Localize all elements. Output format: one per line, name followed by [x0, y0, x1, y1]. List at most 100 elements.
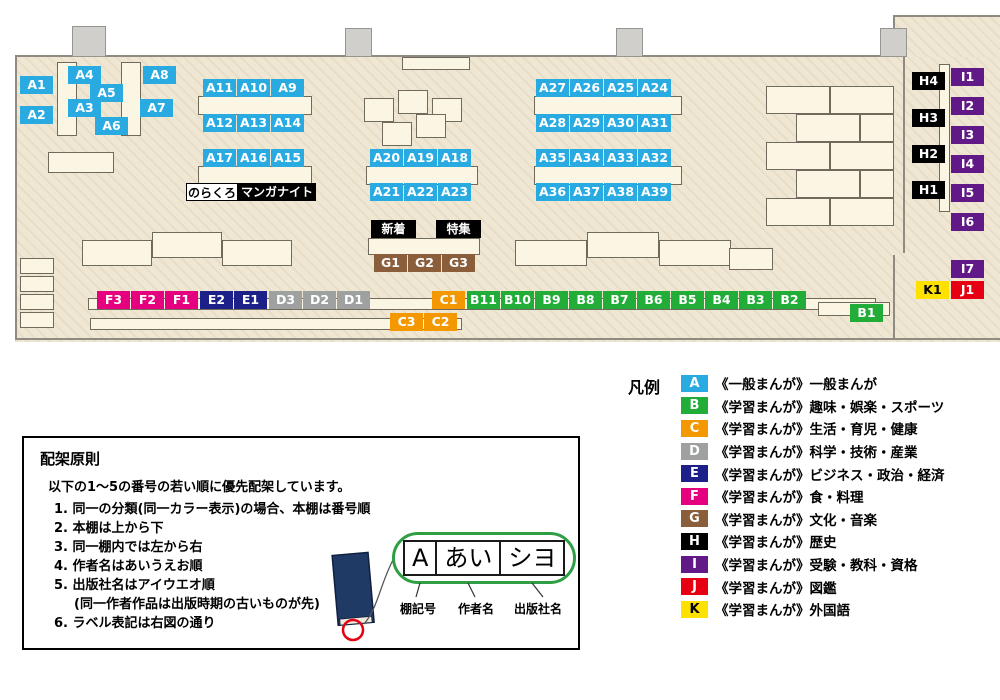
shelf-label-K1: K1 [916, 281, 949, 299]
shelf-label-A7: A7 [140, 99, 173, 117]
shelf-block [20, 294, 54, 310]
principles-box: 配架原則 以下の1〜5の番号の若い順に優先配架しています。 1. 同一の分類(同… [22, 436, 580, 650]
shelf-label-F3: F3 [97, 291, 130, 309]
legend-label: 《学習まんが》ビジネス・政治・経済 [715, 467, 945, 484]
pillar [616, 28, 643, 57]
shelf-label-D1: D1 [337, 291, 370, 309]
shelf-block [20, 312, 54, 328]
shelf-block [382, 122, 412, 146]
annotation-pointer-lines [415, 582, 544, 598]
shelf-label-I5: I5 [951, 184, 984, 202]
shelf-label-G2: G2 [408, 254, 441, 272]
wall [15, 55, 895, 57]
legend-title: 凡例 [628, 378, 661, 397]
principles-item-1: 1. 同一の分類(同一カラー表示)の場合、本棚は番号順 [54, 502, 371, 517]
shelf-label-F2: F2 [131, 291, 164, 309]
shelf-label-A18: A18 [438, 149, 471, 167]
shelf-label-H3: H3 [912, 109, 945, 127]
principles-item-2: 2. 本棚は上から下 [54, 521, 164, 536]
map-label-新着: 新着 [371, 220, 416, 238]
shelf-label-B5: B5 [671, 291, 704, 309]
shelf-label-I4: I4 [951, 155, 984, 173]
shelf-label-B8: B8 [569, 291, 602, 309]
shelf-label-B10: B10 [501, 291, 534, 309]
legend-label: 《学習まんが》科学・技術・産業 [715, 445, 918, 462]
shelf-label-B9: B9 [535, 291, 568, 309]
legend-row-G: G 《学習まんが》文化・音楽 [681, 508, 945, 531]
legend-swatch-G: G [681, 510, 708, 528]
shelf-label-B3: B3 [739, 291, 772, 309]
shelf-block [368, 238, 480, 255]
shelf-label-A22: A22 [404, 183, 437, 201]
shelf-label-B4: B4 [705, 291, 738, 309]
shelf-label-A35: A35 [536, 149, 569, 167]
shelf-label-A17: A17 [203, 149, 236, 167]
shelf-block [796, 114, 860, 142]
shelf-label-A21: A21 [370, 183, 403, 201]
legend-row-C: C《学習まんが》生活・育児・健康 [681, 417, 945, 440]
label-cell-3: シヨ [499, 540, 566, 576]
wall [15, 338, 1000, 340]
shelf-label-A26: A26 [570, 79, 603, 97]
shelf-label-A23: A23 [438, 183, 471, 201]
shelf-block [515, 240, 587, 266]
shelf-block [830, 198, 894, 226]
map-label-のらくろ: のらくろ [186, 183, 238, 201]
shelf-label-B7: B7 [603, 291, 636, 309]
shelf-label-A8: A8 [143, 66, 176, 84]
legend-label: 《学習まんが》図鑑 [715, 580, 837, 597]
legend-row-A: A《一般まんが》一般まんが [681, 372, 945, 395]
shelf-label-I3: I3 [951, 126, 984, 144]
shelf-block [939, 64, 950, 212]
shelf-label-E2: E2 [200, 291, 233, 309]
principles-list: 1. 同一の分類(同一カラー表示)の場合、本棚は番号順 2. 本棚は上から下 3. … [54, 500, 370, 633]
shelf-block [860, 170, 894, 198]
shelf-label-D2: D2 [303, 291, 336, 309]
shelf-block [659, 240, 731, 266]
legend-swatch-H: H [681, 532, 708, 550]
shelf-label-I1: I1 [951, 68, 984, 86]
shelf-block [48, 152, 114, 173]
shelf-block [534, 96, 682, 115]
shelf-label-I7: I7 [951, 260, 984, 278]
shelf-block [82, 240, 152, 266]
legend-label: 《学習まんが》受験・教科・資格 [715, 558, 918, 575]
map-label-特集: 特集 [436, 220, 481, 238]
shelf-label-C3: C3 [390, 313, 423, 331]
shelf-label-G1: G1 [374, 254, 407, 272]
shelf-block [402, 57, 470, 70]
legend-label: 《学習まんが》文化・音楽 [715, 512, 877, 529]
principles-title: 配架原則 [40, 450, 101, 468]
shelf-label-A36: A36 [536, 183, 569, 201]
legend-row-H: H 《学習まんが》歴史 [681, 530, 945, 553]
shelf-label-A34: A34 [570, 149, 603, 167]
floor-area-extension [893, 15, 1000, 57]
shelf-label-A2: A2 [20, 106, 53, 124]
legend-label: 《学習まんが》生活・育児・健康 [715, 422, 918, 439]
label-cell-1: A [403, 540, 438, 576]
wall [15, 55, 17, 340]
shelf-label-A5: A5 [90, 84, 123, 102]
legend-label: 《学習まんが》歴史 [715, 535, 837, 552]
legend-row-F: F《学習まんが》食・料理 [681, 485, 945, 508]
shelf-label-H2: H2 [912, 145, 945, 163]
legend-label: 《学習まんが》趣味・娯楽・スポーツ [715, 399, 945, 416]
shelf-label-A4: A4 [68, 66, 101, 84]
label-cell-2: あい [435, 540, 502, 576]
shelf-block [364, 98, 394, 122]
shelf-label-A10: A10 [237, 79, 270, 97]
shelf-block [20, 258, 54, 274]
shelf-label-F1: F1 [165, 291, 198, 309]
shelf-label-A27: A27 [536, 79, 569, 97]
book-illustration [331, 551, 395, 642]
principles-item-4: 4. 作者名はあいうえお順 [54, 559, 203, 574]
legend-swatch-A: A [681, 374, 708, 392]
shelf-label-I2: I2 [951, 97, 984, 115]
principles-item-6: 6. ラベル表記は右図の通り [54, 616, 216, 631]
shelf-label-A37: A37 [570, 183, 603, 201]
label-annotation-1: 棚記号 [400, 602, 437, 616]
principles-item-3: 3. 同一棚内では左から右 [54, 540, 203, 555]
principles-item-5: 5. 出版社名はアイウエオ順 [54, 578, 215, 593]
shelf-block [152, 232, 222, 258]
